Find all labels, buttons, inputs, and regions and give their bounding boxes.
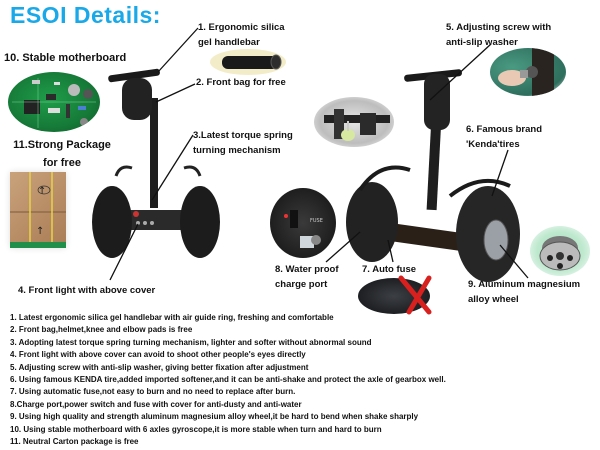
cross-mark-icon xyxy=(398,275,432,315)
scooter-illustration xyxy=(92,27,529,282)
callout-leader-lines xyxy=(109,27,529,281)
page-title: ESOI Details: xyxy=(10,2,161,28)
callout-3-label: 3.Latest torque spring turning mechanism xyxy=(193,130,293,156)
charge-port-icon: FUSE xyxy=(284,210,323,248)
feature-item: 10. Using stable motherboard with 6 axle… xyxy=(10,424,382,434)
callout-5-label: 5. Adjusting screw with anti-slip washer xyxy=(446,22,552,48)
alloy-wheel-image xyxy=(530,226,590,276)
feature-item: 11. Neutral Carton package is free xyxy=(10,437,139,447)
adjusting-screw-image xyxy=(490,48,566,96)
carton-box-icon: ↑ ↑ xyxy=(10,172,66,248)
feature-item: 3. Adopting latest torque spring turning… xyxy=(10,337,372,347)
svg-text:↑: ↑ xyxy=(36,226,44,237)
callout-2-label: 2. Front bag for free xyxy=(196,77,286,88)
feature-item: 7. Using automatic fuse,not easy to burn… xyxy=(10,387,296,397)
callout-4-label: 4. Front light with above cover xyxy=(18,285,156,296)
handlebar-image xyxy=(208,48,288,76)
screw-icon xyxy=(498,48,554,96)
feature-list: 1. Latest ergonomic silica gel handlebar… xyxy=(10,312,446,448)
feature-item: 5. Adjusting screw with anti-slip washer… xyxy=(10,362,309,372)
feature-item: 2. Front bag,helmet,knee and elbow pads … xyxy=(10,325,193,335)
scooter-front-view xyxy=(92,68,220,258)
charge-port-image: FUSE xyxy=(270,188,336,258)
callout-10-label: 10. Stable motherboard xyxy=(4,52,127,64)
callout-9-label: 9. Aluminum magnesium alloy wheel xyxy=(468,279,581,305)
callout-8-label: 8. Water proof charge port xyxy=(275,264,339,290)
torque-spring-image xyxy=(314,97,394,147)
svg-text:↑: ↑ xyxy=(38,186,46,197)
feature-item: 9. Using high quality and strength alumi… xyxy=(10,412,419,422)
handlebar-grip-icon xyxy=(210,49,286,75)
feature-item: 1. Latest ergonomic silica gel handlebar… xyxy=(10,313,334,322)
feature-item: 4. Front light with above cover can avoi… xyxy=(10,350,306,360)
motherboard-image xyxy=(8,72,100,132)
svg-text:FUSE: FUSE xyxy=(310,218,323,224)
spring-mechanism-icon xyxy=(324,109,390,141)
feature-item: 8.Charge port,power switch and fuse with… xyxy=(10,399,302,409)
package-image: ↑ ↑ xyxy=(10,172,66,248)
wheel-rim-icon xyxy=(539,236,581,271)
feature-item: 6. Using famous KENDA tire,added importe… xyxy=(10,375,446,385)
callout-7-label: 7. Auto fuse xyxy=(362,264,417,275)
callout-1-label: 1. Ergonomic silica gel handlebar xyxy=(198,22,285,48)
callout-6-label: 6. Famous brand 'Kenda'tires xyxy=(466,124,543,150)
scooter-side-view xyxy=(346,69,520,282)
callout-11-label: 11.Strong Package for free xyxy=(13,139,111,169)
